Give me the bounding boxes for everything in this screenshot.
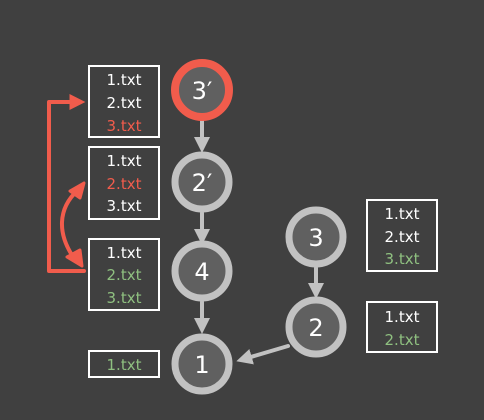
commit-label: 3: [308, 224, 323, 252]
edge-2-to-1: [236, 344, 290, 365]
file-label: 1.txt: [385, 205, 420, 223]
file-box: 1.txt 2.txt: [366, 301, 438, 353]
commit-node-1: 1: [171, 333, 233, 395]
commit-label: 1: [194, 351, 209, 379]
commit-node-2-prime: 2′: [171, 151, 233, 213]
file-label: 2.txt: [107, 94, 142, 112]
file-label: 2.txt: [385, 331, 420, 349]
file-label: 2.txt: [107, 266, 142, 284]
file-box: 1.txt: [88, 350, 160, 378]
file-label: 3.txt: [107, 197, 142, 215]
red-bracket-arrow: [47, 94, 86, 273]
commit-label: 3′: [192, 77, 213, 105]
file-box: 1.txt 2.txt 3.txt: [88, 65, 160, 138]
file-label: 1.txt: [385, 308, 420, 326]
commit-nodes: 3′ 2′ 4 1 3 2: [171, 59, 347, 395]
red-curve-arrowhead-top: [68, 181, 86, 200]
file-box: 1.txt 2.txt 3.txt: [88, 146, 160, 220]
file-label: 1.txt: [107, 152, 142, 170]
file-box: 1.txt 2.txt 3.txt: [88, 238, 160, 311]
file-label: 3.txt: [107, 117, 142, 135]
commit-node-2: 2: [285, 296, 347, 358]
file-boxes: 1.txt 2.txt 3.txt 1.txt 2.txt 3.txt 1.tx…: [88, 65, 438, 378]
commit-node-4: 4: [171, 240, 233, 302]
highlight-arrows: [47, 94, 86, 273]
file-label: 1.txt: [107, 244, 142, 262]
red-curve-arrowhead-bottom: [65, 248, 84, 268]
file-label: 3.txt: [107, 289, 142, 307]
file-label: 2.txt: [385, 228, 420, 246]
commit-edges: [194, 119, 324, 365]
commit-node-3-prime: 3′: [171, 59, 233, 121]
red-curve-arrow: [60, 188, 80, 263]
file-label: 1.txt: [107, 71, 142, 89]
commit-label: 2: [308, 314, 323, 342]
commit-node-3: 3: [285, 206, 347, 268]
file-label: 3.txt: [385, 250, 420, 268]
file-label: 2.txt: [107, 175, 142, 193]
file-label: 1.txt: [107, 356, 142, 374]
commit-label: 4: [194, 258, 209, 286]
commit-label: 2′: [192, 169, 213, 197]
file-box: 1.txt 2.txt 3.txt: [366, 199, 438, 272]
